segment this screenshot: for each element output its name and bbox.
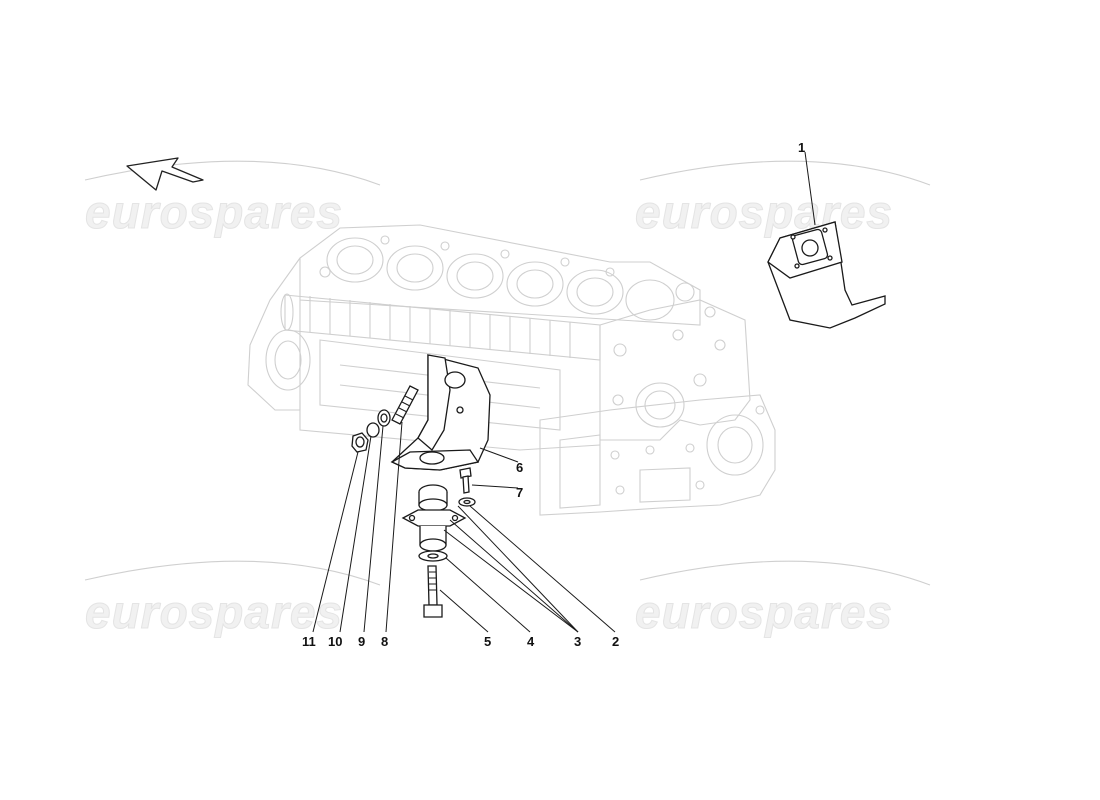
callout-2: 2: [612, 634, 619, 649]
watermark-top-right: eurospares: [635, 160, 931, 239]
watermark-text: eurospares: [635, 186, 893, 238]
callout-3: 3: [574, 634, 581, 649]
part-6-mount-bracket: [390, 354, 491, 471]
part-3-rubber-mount: [401, 484, 467, 552]
part-11-nut: [351, 432, 369, 453]
part-7-screw: [459, 467, 472, 494]
part-10-spring-washer: [366, 422, 380, 438]
callout-6: 6: [516, 460, 523, 475]
part-2-washer: [458, 497, 476, 507]
direction-arrow-icon: [126, 157, 204, 191]
callout-7: 7: [516, 485, 523, 500]
callout-11: 11: [302, 634, 316, 649]
watermark-bottom-right: eurospares: [635, 560, 931, 639]
part-5-bolt: [423, 565, 443, 618]
engine-block-ghost: [247, 224, 776, 516]
watermark-top-left: eurospares: [85, 160, 381, 239]
watermark-text: eurospares: [85, 586, 343, 638]
watermark-text: eurospares: [85, 186, 343, 238]
leader-lines: [312, 151, 816, 633]
watermark-text: eurospares: [635, 586, 893, 638]
part-4-washer: [418, 550, 448, 562]
callout-5: 5: [484, 634, 491, 649]
callout-9: 9: [358, 634, 365, 649]
callout-1: 1: [798, 140, 805, 155]
part-8-stud: [391, 385, 419, 425]
part-9-washer: [377, 409, 391, 427]
part-1-bracket: [767, 221, 886, 329]
callout-8: 8: [381, 634, 388, 649]
callout-4: 4: [527, 634, 535, 649]
watermark-bottom-left: eurospares: [85, 560, 381, 639]
callout-10: 10: [328, 634, 342, 649]
callout-labels: 1 6 7 2 3 4 5 8 9 10 11: [302, 140, 805, 649]
